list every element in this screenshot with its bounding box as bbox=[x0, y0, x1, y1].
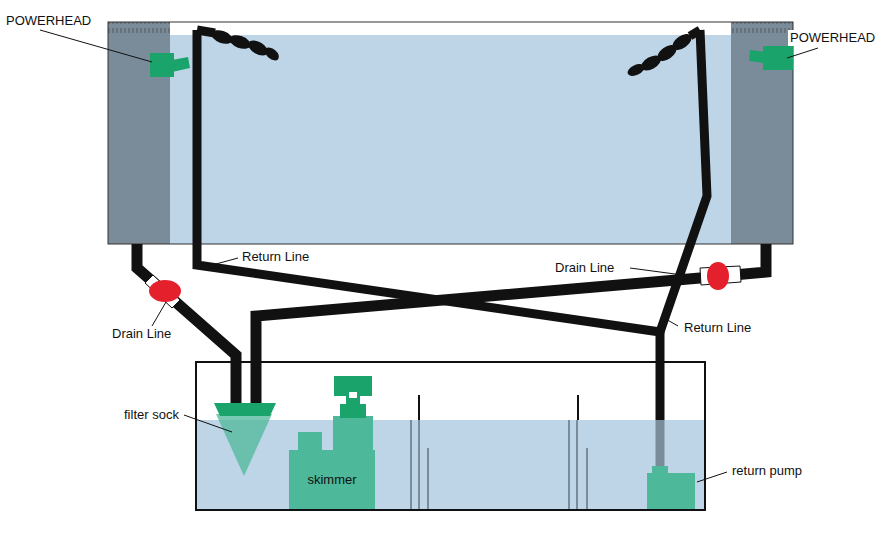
tank-water bbox=[108, 35, 793, 244]
line-name: Return Line bbox=[682, 320, 753, 336]
filter-sock bbox=[216, 414, 272, 476]
filter-sock-ring bbox=[214, 403, 276, 416]
sump-outline bbox=[196, 362, 705, 510]
sump-water bbox=[196, 420, 705, 509]
tank-outline bbox=[108, 22, 793, 244]
line-name: Drain Line bbox=[553, 260, 616, 276]
comb bbox=[108, 22, 170, 33]
part-name: filter sock bbox=[122, 407, 181, 423]
spray-nozzle bbox=[210, 28, 695, 79]
return-line-submerged bbox=[656, 420, 665, 468]
comb bbox=[731, 22, 793, 33]
skimmer-figure bbox=[289, 376, 375, 509]
right-overflow bbox=[731, 22, 793, 244]
part-name: return pump bbox=[730, 463, 804, 479]
part-name: skimmer bbox=[307, 472, 356, 487]
part-name: POWERHEAD bbox=[788, 30, 877, 46]
return-line bbox=[197, 30, 707, 420]
line-name: Drain Line bbox=[110, 326, 173, 342]
skimmer-body: skimmer bbox=[289, 450, 375, 509]
line-name: Return Line bbox=[240, 249, 311, 265]
leader-line bbox=[40, 30, 818, 482]
baffle bbox=[411, 395, 587, 509]
return-pump bbox=[647, 466, 695, 509]
part-name: POWERHEAD bbox=[4, 13, 93, 29]
